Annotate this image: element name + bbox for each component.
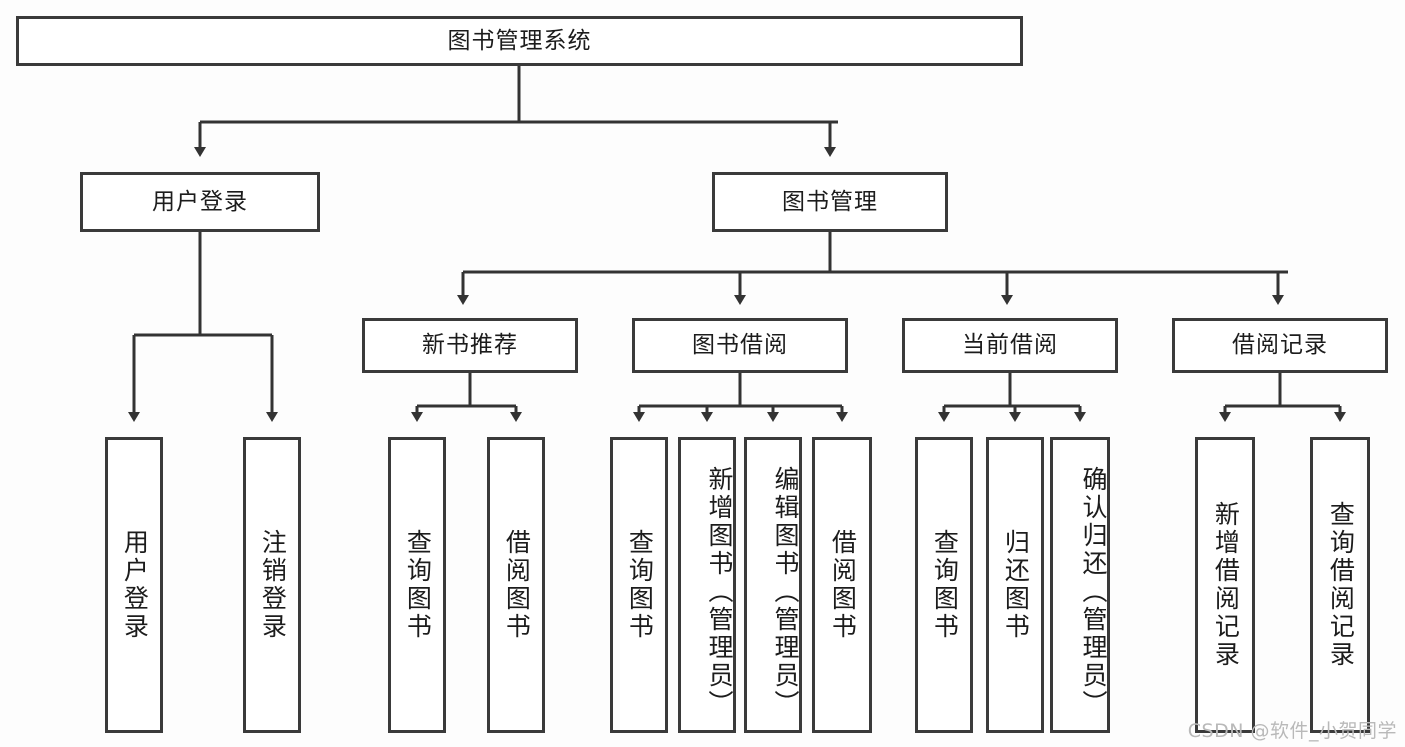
leaf-record-query[interactable]: 查询借阅记录 xyxy=(1310,437,1370,733)
leaf-new-book-query[interactable]: 查询图书 xyxy=(388,437,446,733)
leaf-new-book-borrow[interactable]: 借阅图书 xyxy=(487,437,545,733)
leaf-borrow-edit-book-admin[interactable]: 编辑图书（管理员） xyxy=(744,437,802,733)
node-root[interactable]: 图书管理系统 xyxy=(16,16,1023,66)
leaf-borrow-query-book[interactable]: 查询图书 xyxy=(610,437,668,733)
leaf-user-login-signout[interactable]: 注销登录 xyxy=(243,437,301,733)
node-user-login[interactable]: 用户登录 xyxy=(80,172,320,232)
node-current-borrow-label: 当前借阅 xyxy=(962,332,1058,359)
leaf-record-add[interactable]: 新增借阅记录 xyxy=(1195,437,1255,733)
leaf-current-return-book-label: 归还图书 xyxy=(1001,529,1031,641)
leaf-borrow-borrow-book-label: 借阅图书 xyxy=(828,529,858,641)
leaf-current-query-book[interactable]: 查询图书 xyxy=(915,437,973,733)
leaf-borrow-add-book-admin-label: 新增图书（管理员） xyxy=(705,466,734,718)
leaf-current-return-book[interactable]: 归还图书 xyxy=(986,437,1044,733)
leaf-current-confirm-return-admin-label: 确认归还（管理员） xyxy=(1079,466,1108,718)
leaf-current-query-book-label: 查询图书 xyxy=(930,529,960,641)
node-book-borrow-label: 图书借阅 xyxy=(692,332,788,359)
leaf-new-book-query-label: 查询图书 xyxy=(403,529,433,641)
leaf-new-book-borrow-label: 借阅图书 xyxy=(502,529,532,641)
leaf-user-login-signin-label: 用户登录 xyxy=(120,529,150,641)
leaf-borrow-borrow-book[interactable]: 借阅图书 xyxy=(812,437,872,733)
node-root-label: 图书管理系统 xyxy=(447,27,592,54)
node-borrow-record[interactable]: 借阅记录 xyxy=(1172,318,1388,373)
node-book-management[interactable]: 图书管理 xyxy=(712,172,948,232)
node-user-login-label: 用户登录 xyxy=(152,188,248,215)
node-book-borrow[interactable]: 图书借阅 xyxy=(632,318,848,373)
watermark-text: CSDN @软件_小贺同学 xyxy=(1187,720,1397,742)
leaf-borrow-edit-book-admin-label: 编辑图书（管理员） xyxy=(771,466,800,718)
node-book-management-label: 图书管理 xyxy=(782,188,878,215)
node-borrow-record-label: 借阅记录 xyxy=(1232,332,1328,359)
leaf-record-add-label: 新增借阅记录 xyxy=(1211,501,1241,669)
leaf-borrow-add-book-admin[interactable]: 新增图书（管理员） xyxy=(678,437,736,733)
leaf-user-login-signout-label: 注销登录 xyxy=(258,529,288,641)
node-new-book-recommend[interactable]: 新书推荐 xyxy=(362,318,578,373)
node-new-book-recommend-label: 新书推荐 xyxy=(422,332,518,359)
leaf-borrow-query-book-label: 查询图书 xyxy=(625,529,655,641)
leaf-current-confirm-return-admin[interactable]: 确认归还（管理员） xyxy=(1050,437,1110,733)
leaf-user-login-signin[interactable]: 用户登录 xyxy=(105,437,163,733)
node-current-borrow[interactable]: 当前借阅 xyxy=(902,318,1118,373)
leaf-record-query-label: 查询借阅记录 xyxy=(1326,501,1356,669)
